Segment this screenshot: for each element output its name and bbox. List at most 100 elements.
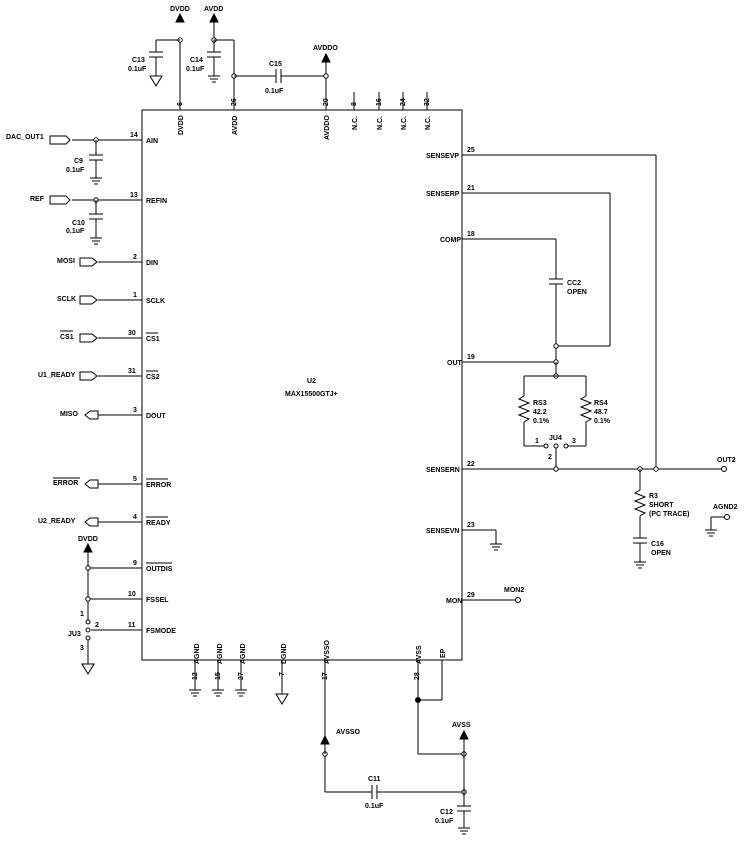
- pin-num-10: 10: [128, 591, 136, 598]
- net-dac-out1: DAC_OUT1: [6, 134, 44, 141]
- pin-name-senserp: SENSERP: [426, 191, 460, 198]
- pin-name-fssel: FSSEL: [146, 597, 169, 604]
- avss-label: AVSS: [452, 722, 471, 729]
- right-pins: 25 SENSEVP 21 SENSERP 18 COMP 19 OUT 22 …: [426, 147, 722, 605]
- pin-name-nc2: N.C.: [377, 116, 384, 130]
- pin-name-nc4: N.C.: [425, 116, 432, 130]
- c10-value: 0.1uF: [66, 228, 85, 235]
- rs4-label: RS4: [594, 400, 608, 407]
- pin-name-dvdd: DVDD: [178, 115, 185, 135]
- net-out2: OUT2: [717, 457, 736, 464]
- pin-num-13: 13: [130, 192, 138, 199]
- c13-label: C13: [132, 57, 145, 64]
- c16-value: OPEN: [651, 550, 671, 557]
- c14-value: 0.1uF: [186, 66, 205, 73]
- pin-name-out: OUT: [447, 360, 463, 367]
- ic-body: [141, 109, 463, 661]
- pin-name-sclk: SCLK: [146, 298, 165, 305]
- rs3-label: RS3: [533, 400, 547, 407]
- ju3-pin2: 2: [95, 622, 99, 629]
- dvdd-supply-top: DVDD C13 0.1uF: [128, 6, 190, 87]
- top-pins: 6 26 20 8 16 24 32 DVDD AVDD AVDDO N.C. …: [177, 40, 432, 140]
- pin-num-32: 32: [424, 98, 431, 106]
- r3-note: (PC TRACE): [649, 511, 689, 518]
- pin-name-sensern: SENSERN: [426, 467, 460, 474]
- pin-name-fsmode: FSMODE: [146, 628, 176, 635]
- c13-value: 0.1uF: [128, 66, 147, 73]
- pin-name-comp: COMP: [440, 237, 461, 244]
- c11-value: 0.1uF: [365, 803, 384, 810]
- dvdd-left-label: DVDD: [78, 536, 98, 543]
- pin-name-nc3: N.C.: [401, 116, 408, 130]
- pin-num-29: 29: [467, 592, 475, 599]
- pin-num-14: 14: [130, 132, 138, 139]
- net-error: ERROR: [53, 480, 78, 487]
- pin-name-avsso: AVSSO: [324, 639, 331, 664]
- rs3-tol: 0.1%: [533, 418, 550, 425]
- pin-name-dgnd: DGND: [281, 643, 288, 664]
- net-u2-ready: U2_READY: [38, 518, 76, 525]
- pin-name-dout: DOUT: [146, 413, 167, 420]
- pin-name-avddo: AVDDO: [324, 115, 331, 140]
- c9-label: C9: [74, 158, 83, 165]
- pin-num-24: 24: [400, 98, 407, 106]
- c11-label: C11: [368, 776, 381, 783]
- pin-name-refin: REFIN: [146, 198, 167, 205]
- pin-name-avdd: AVDD: [232, 116, 239, 135]
- ju4-pin1: 1: [535, 438, 539, 445]
- pin-num-25: 25: [467, 147, 475, 154]
- pin-num-6: 6: [177, 102, 184, 106]
- net-mon2: MON2: [504, 587, 524, 594]
- c10-label: C10: [72, 220, 85, 227]
- net-agnd2: AGND2: [713, 504, 738, 511]
- pin-num-21: 21: [467, 185, 475, 192]
- pin-num-4: 4: [133, 514, 137, 521]
- pin-name-agnd2: AGND: [217, 643, 224, 664]
- feedback-network: CC2 OPEN RS3 42.2 0.1% RS4 48.7 0.1% JU4…: [490, 155, 738, 603]
- pin-num-23: 23: [467, 522, 475, 529]
- pin-name-mon: MON: [446, 598, 462, 605]
- ic-ref: U2: [307, 378, 316, 385]
- pin-name-agnd3: AGND: [240, 643, 247, 664]
- cc2-label: CC2: [567, 280, 581, 287]
- ic-part: MAX15500GTJ+: [285, 391, 338, 398]
- c15-value: 0.1uF: [265, 88, 284, 95]
- pin-num-16: 16: [376, 98, 383, 106]
- rs4-value: 48.7: [594, 409, 608, 416]
- rs4-tol: 0.1%: [594, 418, 611, 425]
- r3-label: R3: [649, 493, 658, 500]
- dvdd-top-label: DVDD: [170, 6, 190, 13]
- net-u1-ready: U1_READY: [38, 372, 76, 379]
- avsso-label: AVSSO: [336, 729, 361, 736]
- pin-name-avss: AVSS: [416, 645, 423, 664]
- pin-num-11: 11: [128, 622, 136, 629]
- pin-name-cs2: CS2: [146, 374, 160, 381]
- left-pins: 14 AIN 13 REFIN 2 DIN 1 SCLK 30 CS1 31 C…: [72, 132, 176, 635]
- rs3-value: 42.2: [533, 409, 547, 416]
- ju3-pin3: 3: [80, 645, 84, 652]
- ju3-network: DVDD 1 2 3 JU3: [68, 536, 99, 675]
- pin-name-agnd1: AGND: [194, 643, 201, 664]
- avddo-label: AVDDO: [313, 45, 338, 52]
- pin-num-19: 19: [467, 354, 475, 361]
- avdd-supply-top: AVDD C14 0.1uF: [186, 6, 234, 83]
- net-sclk: SCLK: [57, 296, 76, 303]
- c16-label: C16: [651, 541, 664, 548]
- c14-label: C14: [190, 57, 203, 64]
- ju3-label: JU3: [68, 631, 81, 638]
- c12-label: C12: [440, 809, 453, 816]
- pin-num-9: 9: [133, 560, 137, 567]
- r3-value: SHORT: [649, 502, 674, 509]
- pin-num-30: 30: [128, 330, 136, 337]
- c15-label: C15: [269, 61, 282, 68]
- pin-name-error: ERROR: [146, 482, 171, 489]
- ju4-pin3: 3: [572, 438, 576, 445]
- pin-num-18: 18: [467, 231, 475, 238]
- pin-name-ready: READY: [146, 520, 171, 527]
- ju3-pin1: 1: [80, 611, 84, 618]
- pin-num-2: 2: [133, 254, 137, 261]
- pin-num-8: 8: [351, 102, 358, 106]
- pin-num-20: 20: [323, 98, 330, 106]
- net-ref: REF: [30, 196, 45, 203]
